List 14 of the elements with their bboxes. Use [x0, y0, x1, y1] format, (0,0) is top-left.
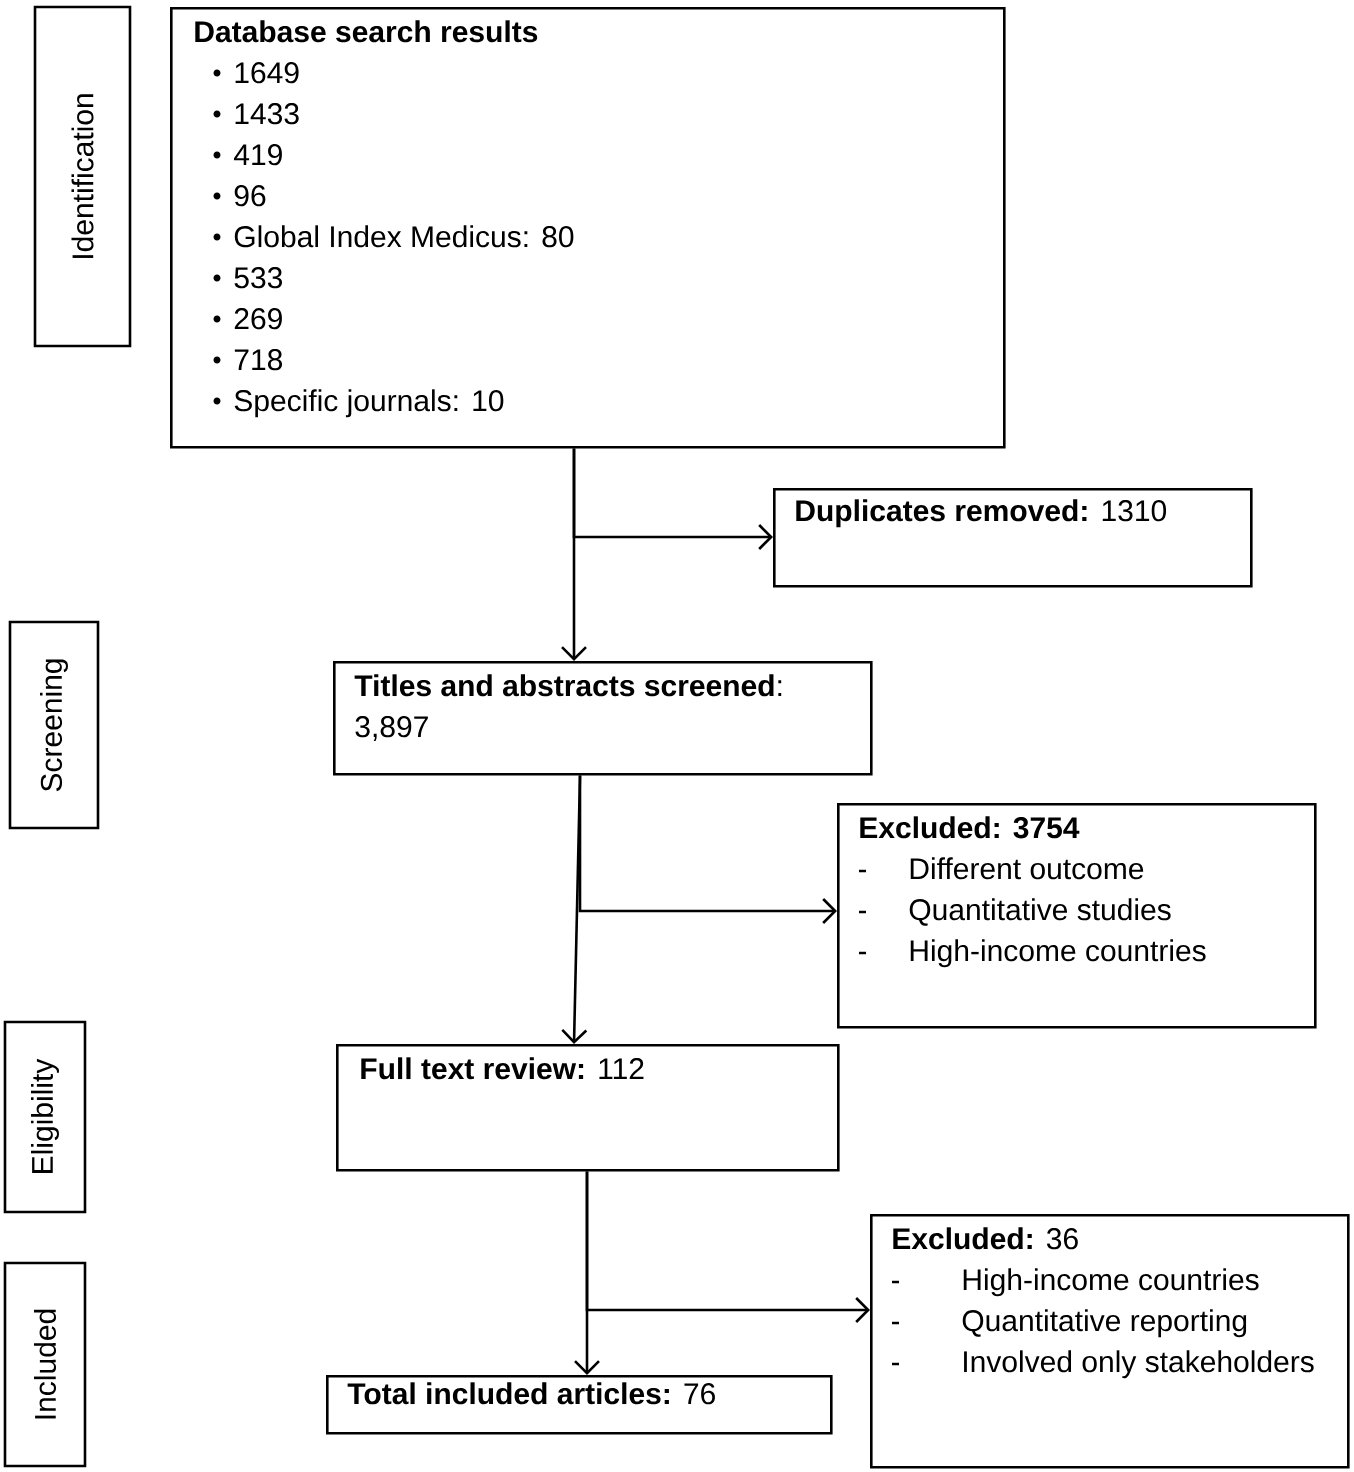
process-box: Database search results 1649 1433 419 96 Global Index Medicus: 80 533 269 718 Specific journals: 10 — [170, 7, 1006, 449]
stage-label-box: Included — [3, 1261, 87, 1468]
stage-label-box: Screening — [8, 620, 100, 830]
stage-label-box: Eligibility — [3, 1020, 87, 1214]
process-box: Full text review: 112 — [336, 1044, 840, 1172]
process-box: Duplicates removed: 1310 — [773, 488, 1253, 588]
arrow — [585, 1171, 870, 1323]
arrow — [578, 775, 837, 924]
process-box: Excluded: 3754 Different outcome Quantitative studies High-income countries — [837, 803, 1317, 1029]
process-box: Total included articles: 76 — [326, 1375, 833, 1435]
arrow — [572, 448, 773, 550]
stage-label-box: Identification — [33, 5, 132, 348]
process-box: Titles and abstracts screened: 3,897 — [333, 661, 873, 776]
process-box: Excluded: 36 High-income countries Quantitative reporting Involved only stakeholders — [870, 1214, 1350, 1469]
